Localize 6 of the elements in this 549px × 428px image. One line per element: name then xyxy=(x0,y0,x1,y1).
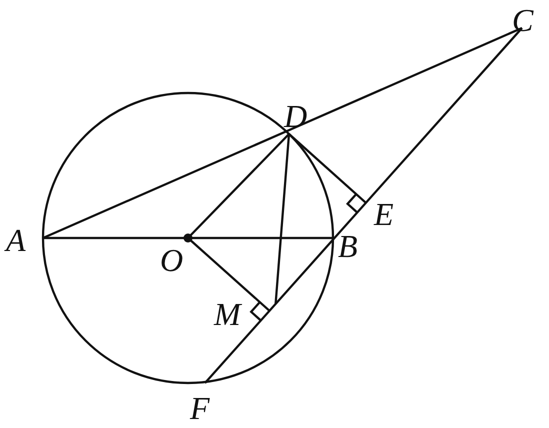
point-label: B xyxy=(338,230,358,262)
point-label: A xyxy=(6,224,26,256)
point-label: O xyxy=(160,244,184,276)
point-label: M xyxy=(214,298,241,330)
point-label: E xyxy=(374,198,394,230)
point-label: F xyxy=(190,392,210,424)
